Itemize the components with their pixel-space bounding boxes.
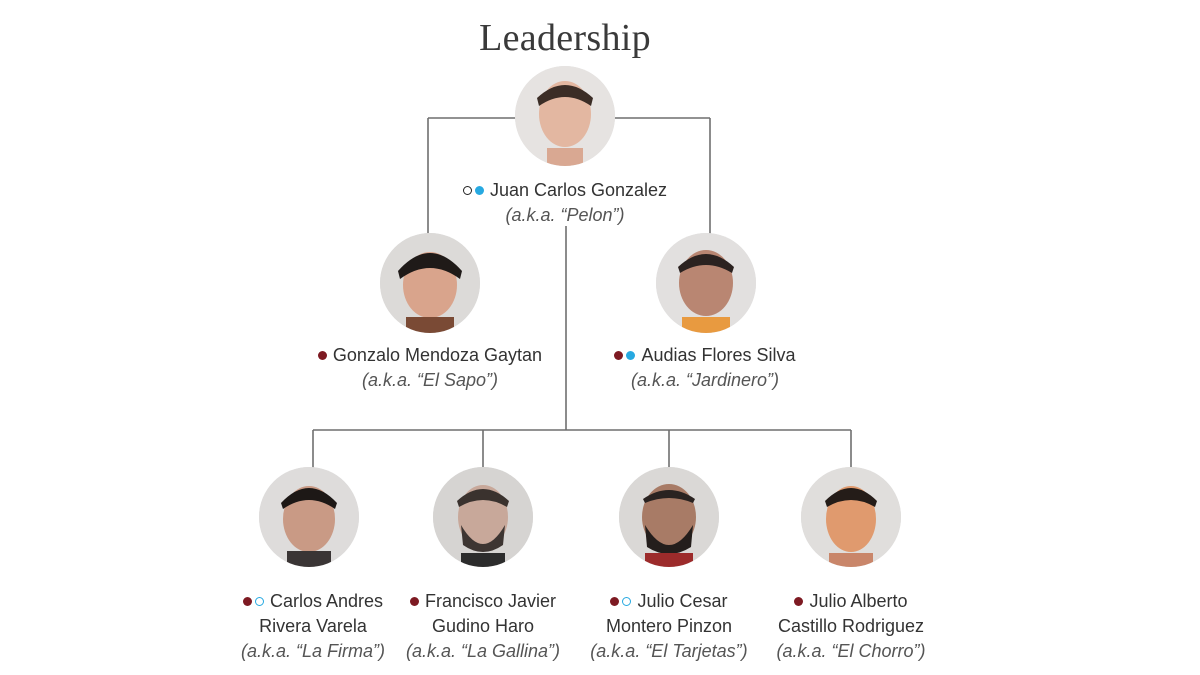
avatar-audias-flores-silva xyxy=(656,233,756,333)
page-title: Leadership xyxy=(479,17,651,59)
maroon-marker-icon xyxy=(794,597,804,606)
person-alias: (a.k.a. “Jardinero”) xyxy=(630,370,780,390)
maroon-marker-icon xyxy=(614,351,624,360)
person-alias: (a.k.a. “La Firma”) xyxy=(240,641,386,661)
ring-blue-marker-icon xyxy=(254,597,264,606)
ring-blue-marker-icon xyxy=(622,597,632,606)
ring-black-marker-icon xyxy=(462,186,472,195)
person-name-line1: Julio Cesar xyxy=(637,591,728,611)
affiliation-markers xyxy=(614,343,638,368)
maroon-marker-icon xyxy=(610,597,620,606)
person-name-line2: Gudino Haro xyxy=(431,616,535,636)
blue-marker-icon xyxy=(626,351,636,360)
maroon-marker-icon xyxy=(317,351,327,360)
person-name-line1: Carlos Andres xyxy=(269,591,384,611)
person-name-line2: Montero Pinzon xyxy=(605,616,733,636)
affiliation-markers xyxy=(317,343,330,368)
avatar-carlos-andres-rivera-varela xyxy=(259,467,359,567)
maroon-marker-icon xyxy=(409,597,419,606)
person-gonzalo-mendoza-gaytan: Gonzalo Mendoza Gaytan (a.k.a. “El Sapo”… xyxy=(300,343,560,393)
avatar-juan-carlos-gonzalez xyxy=(515,66,615,166)
person-name: Audias Flores Silva xyxy=(641,345,796,365)
affiliation-markers xyxy=(610,589,634,614)
person-name-line2: Rivera Varela xyxy=(259,616,367,636)
person-julio-cesar-montero-pinzon: Julio Cesar Montero Pinzon (a.k.a. “El T… xyxy=(559,589,779,664)
affiliation-markers xyxy=(409,589,422,614)
person-francisco-javier-gudino-haro: Francisco Javier Gudino Haro (a.k.a. “La… xyxy=(373,589,593,664)
avatar-julio-cesar-montero-pinzon xyxy=(619,467,719,567)
person-alias: (a.k.a. “La Gallina”) xyxy=(405,641,561,661)
person-audias-flores-silva: Audias Flores Silva (a.k.a. “Jardinero”) xyxy=(585,343,825,393)
blue-marker-icon xyxy=(474,186,484,195)
affiliation-markers xyxy=(794,589,806,614)
person-julio-alberto-castillo-rodriguez: Julio Alberto Castillo Rodriguez (a.k.a.… xyxy=(741,589,961,664)
maroon-marker-icon xyxy=(242,597,252,606)
person-alias: (a.k.a. “El Tarjetas”) xyxy=(590,641,748,661)
affiliation-markers xyxy=(242,589,267,614)
avatar-francisco-javier-gudino-haro xyxy=(433,467,533,567)
person-alias: (a.k.a. “El Sapo”) xyxy=(361,370,499,390)
avatar-julio-alberto-castillo-rodriguez xyxy=(801,467,901,567)
person-alias: (a.k.a. “Pelon”) xyxy=(505,205,625,225)
person-name: Gonzalo Mendoza Gaytan xyxy=(332,345,543,365)
person-name-line1: Julio Alberto xyxy=(809,591,908,611)
person-name-line2: Castillo Rodriguez xyxy=(777,616,925,636)
person-name-line1: Francisco Javier xyxy=(424,591,557,611)
person-carlos-andres-rivera-varela: Carlos Andres Rivera Varela (a.k.a. “La … xyxy=(203,589,423,664)
avatar-gonzalo-mendoza-gaytan xyxy=(380,233,480,333)
affiliation-markers xyxy=(462,178,487,203)
person-alias: (a.k.a. “El Chorro”) xyxy=(776,641,926,661)
person-juan-carlos-gonzalez: Juan Carlos Gonzalez (a.k.a. “Pelon”) xyxy=(440,178,690,228)
person-name: Juan Carlos Gonzalez xyxy=(489,180,668,200)
